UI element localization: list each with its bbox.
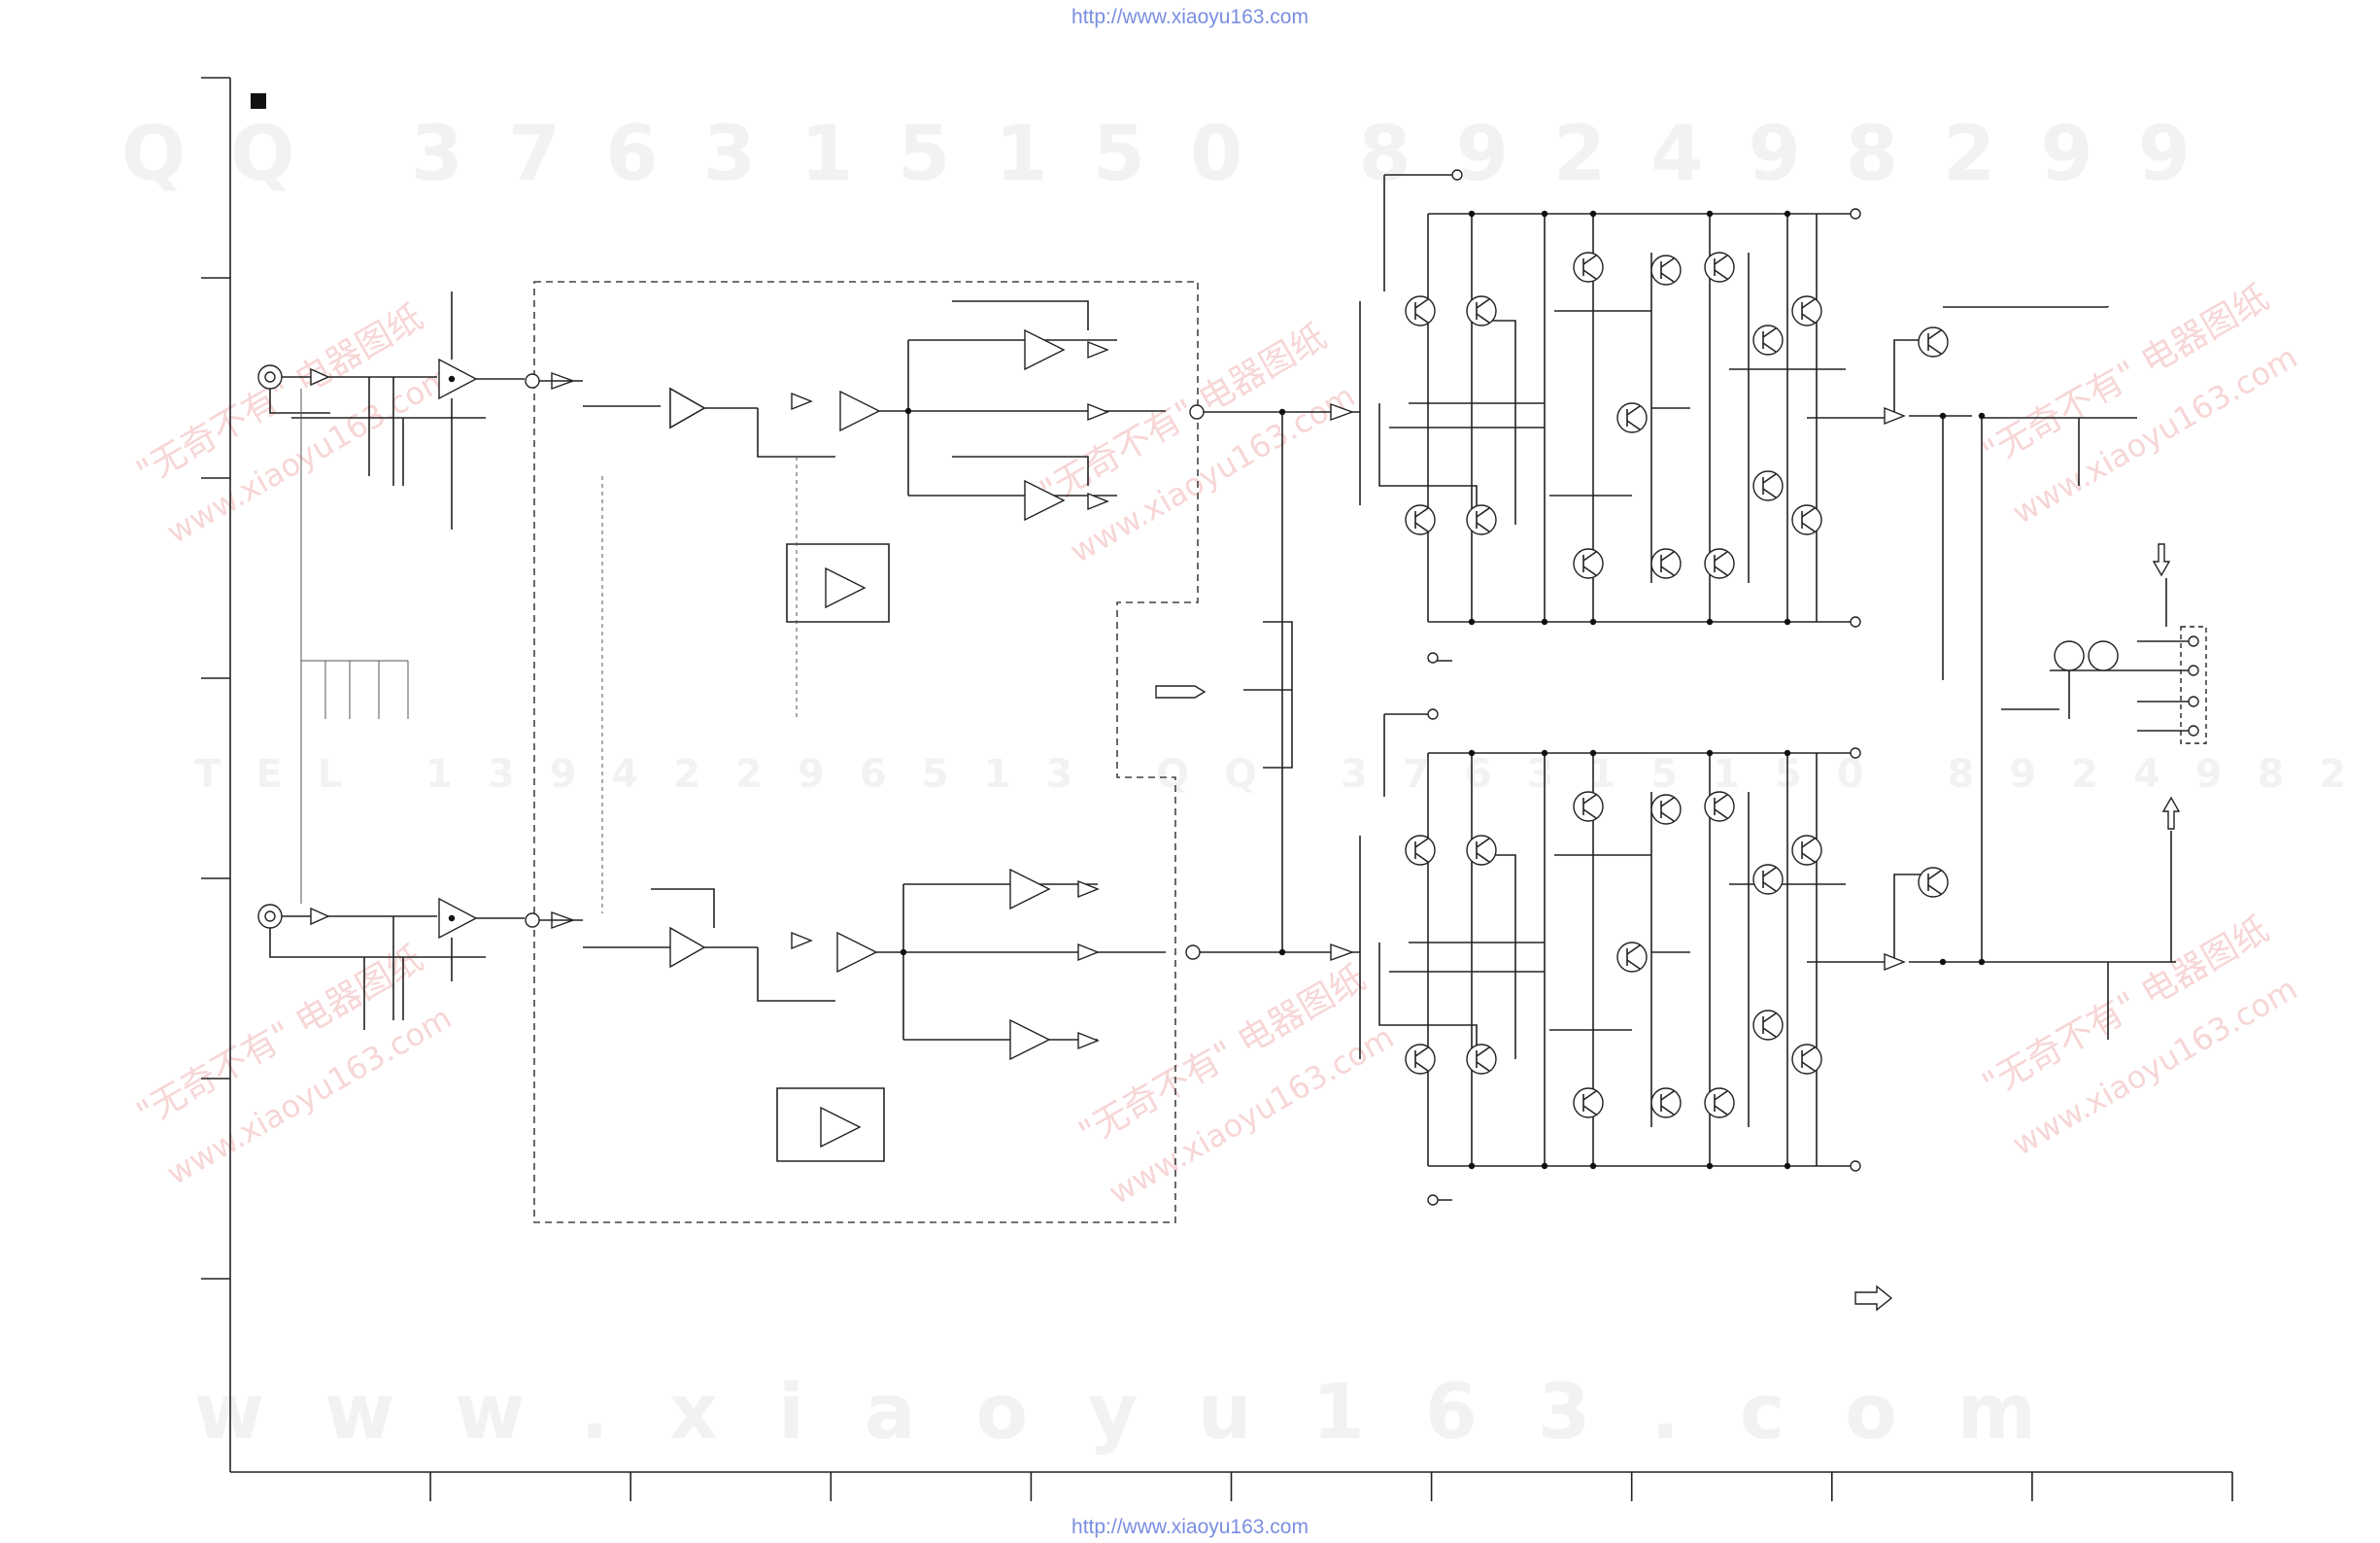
watermark-layer: QQ 376315150 892498299 TEL 13942296513 Q… bbox=[121, 111, 2380, 1457]
transistor-icon bbox=[1704, 791, 1735, 822]
square-marker-icon bbox=[251, 93, 266, 109]
watermark-qq-middle: TEL 13942296513 QQ 376315150 892498299 bbox=[194, 752, 2380, 797]
footer-url[interactable]: http://www.xiaoyu163.com bbox=[1071, 1516, 1309, 1538]
tone-control-upper bbox=[583, 300, 1360, 913]
transistor-icon bbox=[1573, 791, 1604, 822]
transistor-icon bbox=[1466, 295, 1497, 326]
transistor-icon bbox=[1405, 295, 1436, 326]
transistor-icon bbox=[1405, 835, 1436, 866]
signal-arrow-icon bbox=[1087, 340, 1109, 511]
opamp-tone-lower-2-icon bbox=[836, 931, 878, 974]
transistor-icon bbox=[1573, 1087, 1604, 1118]
opamp-treble-upper-icon bbox=[1024, 328, 1066, 371]
power-transistors-lower bbox=[1405, 791, 1949, 1118]
power-amp-lower bbox=[1359, 416, 2176, 1206]
mute-connector-icon bbox=[1155, 685, 1207, 699]
transistor-icon bbox=[1616, 942, 1648, 973]
output-protection-block bbox=[1854, 417, 2207, 1312]
transistor-icon bbox=[1704, 548, 1735, 579]
transistor-icon bbox=[1704, 252, 1735, 283]
transistor-icon bbox=[1704, 1087, 1735, 1118]
power-transistors-upper bbox=[1405, 252, 1949, 579]
mute-switch-block bbox=[1155, 412, 1293, 952]
transistor-icon bbox=[1650, 794, 1682, 825]
header-url[interactable]: http://www.xiaoyu163.com bbox=[1071, 6, 1309, 28]
opamp-buffer-lower-icon bbox=[820, 1106, 862, 1149]
opamp-bass-lower-icon bbox=[1009, 1018, 1051, 1061]
transistor-icon bbox=[1752, 325, 1784, 356]
signal-path-legend-arrow-icon bbox=[1854, 1285, 1893, 1312]
tone-control-lower bbox=[583, 868, 1360, 1162]
watermark-site-bottom: www.xiaoyu163.com bbox=[194, 1369, 2096, 1457]
transistor-icon bbox=[1405, 504, 1436, 535]
transistor-icon bbox=[1466, 1044, 1497, 1075]
signal-arrow-icon bbox=[791, 392, 813, 411]
transistor-icon bbox=[1918, 326, 1949, 358]
transistor-icon bbox=[1791, 1044, 1822, 1075]
transistor-icon bbox=[1616, 402, 1648, 433]
transistor-icon bbox=[1918, 867, 1949, 898]
transistor-icon bbox=[1650, 255, 1682, 286]
opamp-input-upper-icon bbox=[438, 358, 478, 400]
opamp-tone-upper-2-icon bbox=[839, 390, 881, 432]
transistor-icon bbox=[1573, 252, 1604, 283]
opamp-bass-upper-icon bbox=[1024, 479, 1066, 522]
signal-arrow-icon bbox=[1884, 952, 1906, 972]
opamp-buffer-upper-icon bbox=[825, 566, 867, 609]
frame bbox=[201, 77, 2233, 1501]
signal-arrow-icon bbox=[1077, 879, 1100, 1050]
transistor-icon bbox=[1650, 1087, 1682, 1118]
transistor-icon bbox=[1650, 548, 1682, 579]
transistor-icon bbox=[1573, 548, 1604, 579]
transistor-icon bbox=[1791, 295, 1822, 326]
transistor-icon bbox=[1405, 1044, 1436, 1075]
transistor-icon bbox=[1752, 470, 1784, 501]
power-amp-upper bbox=[1359, 169, 2109, 680]
transistor-icon bbox=[1791, 835, 1822, 866]
opamp-input-lower-icon bbox=[438, 897, 478, 940]
bottom-ruler-ticks bbox=[429, 1472, 2033, 1501]
transistor-icon bbox=[1752, 864, 1784, 895]
signal-arrow-icon bbox=[791, 931, 813, 950]
arrow-down-icon bbox=[2152, 543, 2171, 577]
signal-arrow-icon bbox=[1330, 403, 1355, 421]
transistor-icon bbox=[1466, 504, 1497, 535]
opamp-tone-lower-1-icon bbox=[669, 926, 706, 969]
opamp-treble-lower-icon bbox=[1009, 868, 1051, 910]
left-ruler-ticks bbox=[201, 77, 230, 1280]
transistor-icon bbox=[1466, 835, 1497, 866]
arrow-up-icon bbox=[2161, 796, 2181, 830]
opamp-tone-upper-1-icon bbox=[669, 387, 706, 429]
transistor-icon bbox=[1791, 504, 1822, 535]
watermark-qq-top: QQ 376315150 892498299 bbox=[121, 111, 2235, 198]
input-stage-upper bbox=[257, 291, 583, 530]
transistor-icon bbox=[1752, 1010, 1784, 1041]
signal-arrow-icon bbox=[310, 367, 330, 387]
tone-control-module bbox=[533, 281, 1199, 1223]
protection-transistor-icon bbox=[2054, 640, 2119, 671]
signal-arrow-icon bbox=[1330, 943, 1355, 961]
junction-dots bbox=[448, 210, 1986, 1170]
signal-arrow-icon bbox=[310, 907, 330, 926]
input-stage-lower bbox=[257, 389, 583, 1030]
signal-arrow-icon bbox=[1884, 406, 1906, 426]
